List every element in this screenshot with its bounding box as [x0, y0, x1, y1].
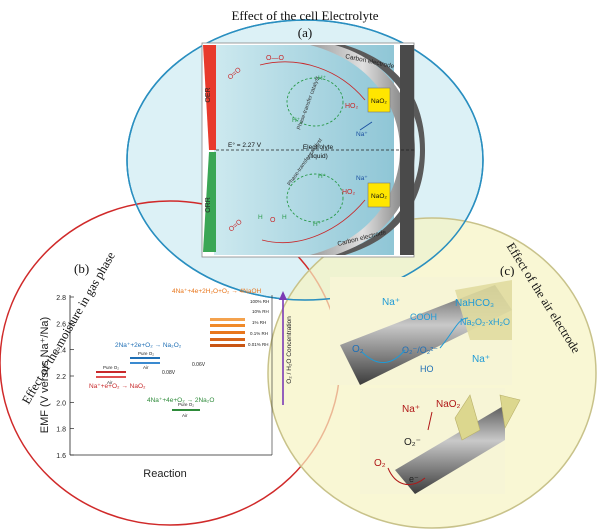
- h-plus-4: H⁺: [313, 221, 322, 228]
- ytick-label: 2.4: [56, 348, 66, 355]
- concentration-axis: O₂ / H₂O Concentration: [286, 316, 293, 384]
- xlabel-b: Reaction: [143, 468, 186, 480]
- electrolyte-label: Electrolyte: [303, 144, 334, 151]
- o2-chain: O₂⁻/O₂²⁻: [402, 345, 438, 355]
- nao2-box-top: [367, 87, 391, 113]
- ho: HO: [420, 364, 434, 374]
- rh-10: 10% RH: [252, 309, 269, 314]
- nao2-c: NaO₂: [436, 399, 461, 410]
- ytick-label: 1.8: [56, 427, 66, 434]
- nao2-box-bottom: [367, 182, 391, 208]
- panel-b: 2.8 2.6 2.4 2.2 2.0 1.8 1.6 EMF (V versus Na⁺/…: [39, 288, 293, 480]
- potential-label: E° = 2.27 V: [228, 141, 262, 149]
- rh-01: 0.1% RH: [250, 331, 268, 336]
- h-plus-3: H⁺: [318, 173, 327, 180]
- o2-minus: O₂⁻: [404, 437, 421, 448]
- rh-001: 0.01% RH: [248, 342, 269, 347]
- ytick-label: 2.8: [56, 295, 66, 302]
- rh-1: 1% RH: [252, 320, 266, 325]
- o2-c2: O₂: [374, 458, 386, 469]
- pure-o2-na2o2: Pure O₂: [138, 351, 154, 356]
- label-a: (a): [298, 25, 312, 40]
- cooh: COOH: [410, 312, 437, 322]
- air-na2o: Air: [182, 413, 188, 418]
- ylabel-b: EMF (V versus Na⁺/Na): [39, 317, 51, 433]
- nao2-top: NaO₂: [371, 98, 387, 105]
- pure-o2-na2o: Pure O₂: [178, 402, 194, 407]
- h-bottom-1: H: [258, 214, 263, 221]
- na2o2-xh2o: Na₂O₂·xH₂O: [460, 317, 510, 327]
- e-minus: e⁻: [409, 474, 419, 484]
- delta-006: 0.06V: [192, 362, 206, 368]
- na-plus-c2: Na⁺: [472, 354, 490, 365]
- o2-c1: O₂: [352, 344, 364, 355]
- na-plus-top: Na⁺: [356, 131, 368, 138]
- liquid-label: (liquid): [308, 153, 328, 160]
- reaction-na2o2: 2Na⁺+2e+O₂ → Na₂O₂: [115, 342, 182, 349]
- na-plus-c1: Na⁺: [382, 297, 400, 308]
- h-bottom-2: H: [282, 214, 287, 221]
- reaction-naoh: 4Na⁺+4e+2H₂O+O₂ → 4NaOH: [172, 288, 262, 295]
- title-electrolyte: Effect of the cell Electrolyte: [231, 8, 378, 23]
- label-b: (b): [74, 261, 89, 276]
- panel-a: OER ORR Carbon electrode Carbon electrod…: [201, 42, 425, 258]
- ho2-top: HO₂: [345, 103, 359, 110]
- h-plus-2: H⁺: [292, 117, 301, 124]
- pure-o2-nao2: Pure O₂: [103, 365, 119, 370]
- rh-100: 100% RH: [250, 299, 269, 304]
- nahco3: NaHCO₃: [455, 298, 494, 309]
- o-bottom: O: [270, 217, 276, 224]
- air-na2o2: Air: [143, 365, 149, 370]
- oer-label: OER: [205, 87, 212, 102]
- reaction-nao2: Na⁺+e+O₂ → NaO₂: [89, 383, 146, 390]
- ytick-label: 2.6: [56, 321, 66, 328]
- label-c: (c): [500, 263, 514, 278]
- na-plus-bottom: Na⁺: [356, 175, 368, 182]
- reaction-na2o: 4Na⁺+4e+O₂ → 2Na₂O: [147, 397, 214, 404]
- delta-008: 0.08V: [162, 370, 176, 376]
- ytick-label: 1.6: [56, 453, 66, 460]
- o-o-top: O—O: [266, 55, 284, 62]
- na-plus-c3: Na⁺: [402, 404, 420, 415]
- ytick-label: 2.2: [56, 374, 66, 381]
- h-plus-1: H⁺: [318, 75, 327, 82]
- nao2-bottom: NaO₂: [371, 193, 387, 200]
- panel-c: Na⁺ COOH NaHCO₃ Na₂O₂·xH₂O O₂ O₂⁻/O₂²⁻ H…: [330, 277, 521, 494]
- orr-label: ORR: [205, 197, 212, 213]
- air-nao2: Air: [107, 380, 113, 385]
- ytick-label: 2.0: [56, 400, 66, 407]
- ho2-bottom: HO₂: [342, 189, 356, 196]
